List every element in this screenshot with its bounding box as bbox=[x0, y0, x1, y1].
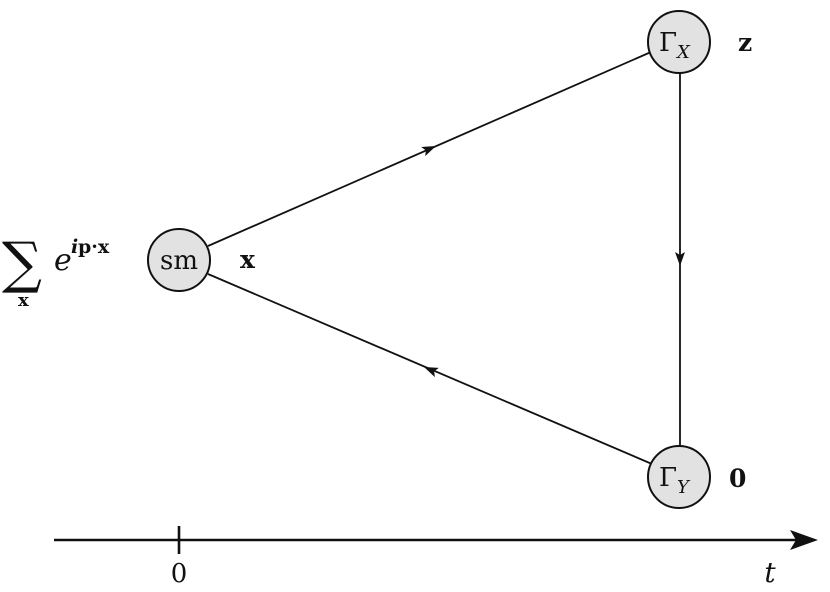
node-gamma-y-subscript: Y bbox=[677, 477, 691, 498]
position-label-origin: 0 bbox=[729, 464, 746, 493]
node-sm: sm bbox=[147, 228, 211, 292]
arrowhead-sm-to-gamma-x bbox=[421, 146, 436, 157]
time-axis-variable-label: t bbox=[764, 556, 776, 589]
node-gamma-y-label: Γ bbox=[659, 463, 677, 493]
edge-arrowheads bbox=[421, 146, 685, 378]
time-axis: 0 t bbox=[54, 526, 818, 589]
exponent-imaginary-unit: i bbox=[71, 236, 78, 258]
exponent-momentum-dot-position: p·x bbox=[78, 236, 110, 258]
arrowhead-gamma-x-to-gamma-y bbox=[675, 252, 685, 266]
node-sm-label: sm bbox=[160, 246, 198, 276]
position-label-z: z bbox=[738, 28, 752, 57]
node-gamma-x-subscript: X bbox=[675, 42, 691, 63]
node-gamma-x: Γ X bbox=[647, 10, 711, 74]
node-sm-circle bbox=[147, 228, 211, 292]
node-gamma-x-circle bbox=[647, 10, 711, 74]
position-label-x: x bbox=[240, 245, 256, 274]
sum-symbol: ∑ bbox=[2, 231, 42, 296]
node-gamma-y: Γ Y bbox=[647, 445, 711, 509]
propagator-lines bbox=[207, 51, 681, 465]
time-axis-origin-label: 0 bbox=[171, 559, 188, 589]
arrowhead-gamma-y-to-sm bbox=[424, 367, 439, 378]
exponential-base: e bbox=[54, 243, 72, 278]
node-gamma-y-circle bbox=[647, 445, 711, 509]
momentum-projection-factor: ∑ x e i p·x bbox=[2, 231, 110, 311]
node-gamma-x-label: Γ bbox=[659, 28, 677, 58]
sum-index-label: x bbox=[18, 290, 29, 311]
time-axis-arrowhead bbox=[790, 530, 818, 550]
